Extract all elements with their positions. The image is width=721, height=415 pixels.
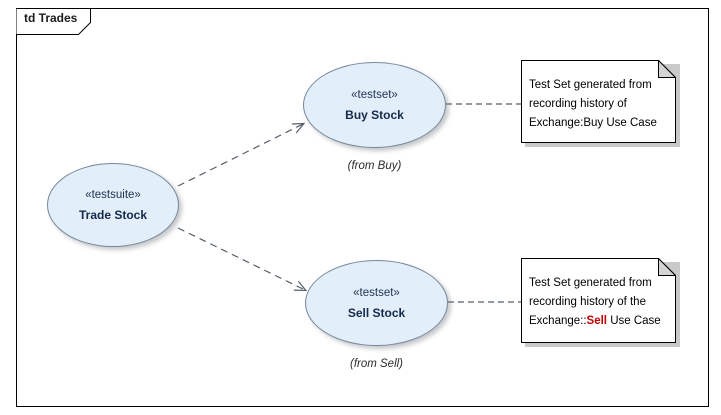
node-sell-stock[interactable]: «testset» Sell Stock — [305, 260, 448, 346]
note-paper — [521, 60, 676, 143]
note-text: Test Set generated from recording histor… — [521, 60, 676, 143]
diagram-frame-label: td Trades — [24, 11, 78, 25]
note-line-1: Test Set generated from — [529, 277, 652, 289]
note-line-2: recording history of the — [529, 296, 646, 308]
node-sell-stock-sublabel: (from Sell) — [349, 358, 404, 370]
node-stereotype: «testset» — [351, 88, 398, 101]
node-stereotype: «testsuite» — [85, 188, 141, 201]
note-line-1: Test Set generated from — [529, 79, 652, 91]
note-buy[interactable]: Test Set generated from recording histor… — [521, 60, 680, 147]
node-name: Buy Stock — [345, 107, 404, 122]
note-line-2: recording history of — [529, 98, 627, 110]
note-sell[interactable]: Test Set generated from recording histor… — [521, 258, 680, 347]
note-line-3: Exchange::Sell Use Case — [529, 312, 668, 331]
node-buy-stock-sublabel: (from Buy) — [347, 160, 402, 172]
note-line-3-suffix: Use Case — [607, 315, 661, 327]
note-line-3-prefix: Exchange:: — [529, 315, 587, 327]
node-name: Sell Stock — [347, 305, 406, 320]
ellipse-shape — [305, 260, 448, 346]
note-line-3-highlight: Sell — [586, 315, 608, 327]
node-name: Trade Stock — [78, 207, 148, 222]
ellipse-shape — [47, 163, 179, 247]
node-buy-stock[interactable]: «testset» Buy Stock — [303, 62, 446, 148]
note-text: Test Set generated from recording histor… — [521, 258, 676, 343]
node-trade-stock[interactable]: «testsuite» Trade Stock — [47, 163, 179, 247]
note-paper — [521, 258, 676, 343]
note-line-3: Exchange:Buy Use Case — [529, 117, 657, 129]
ellipse-shape — [303, 62, 446, 148]
node-stereotype: «testset» — [353, 286, 400, 299]
